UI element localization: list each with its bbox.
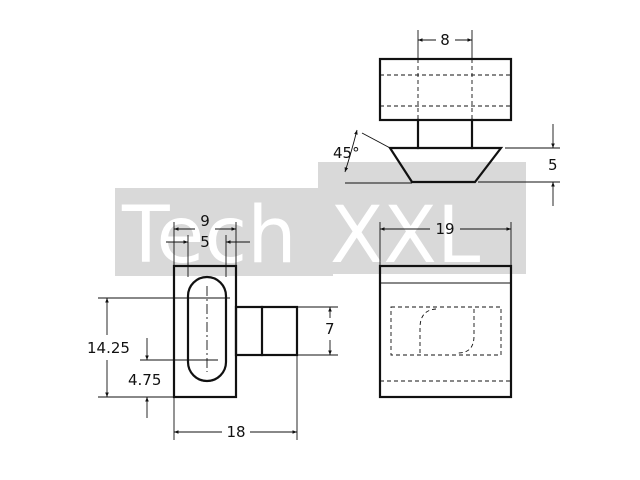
angle-arc (344, 129, 358, 173)
side-view-slot (186, 275, 228, 383)
dim-slot-outer: 9 (200, 212, 210, 230)
dim-overall-height: 14.25 (87, 339, 130, 357)
front-view-hidden-fillet (419, 308, 437, 353)
watermark-right-panel (318, 162, 526, 274)
wedge-outline (387, 146, 504, 184)
front-view-outline (378, 264, 513, 399)
side-view: 9 5 14.25 4.75 7 18 (87, 212, 338, 441)
front-view: 19 (378, 220, 513, 399)
watermark-left-panel (115, 188, 333, 276)
angle-leader (361, 132, 393, 150)
watermark-logo: Tech XXL (115, 162, 526, 281)
dim-slot-offset: 4.75 (128, 371, 161, 389)
front-view-hidden-fillet (457, 309, 475, 354)
watermark-text-right: XXL (330, 191, 481, 281)
front-view-hidden-slot (390, 306, 502, 356)
dim-bevel-height: 5 (548, 156, 558, 174)
dim-top-width: 8 (440, 31, 450, 49)
dim-stem-height: 7 (325, 320, 335, 338)
dim-front-width: 19 (435, 220, 454, 238)
dim-bevel-angle: 45° (333, 144, 360, 162)
dim-slot-inner: 5 (200, 233, 210, 251)
top-view-head (378, 57, 513, 122)
dim-overall-length: 18 (226, 423, 245, 441)
side-view-stem (234, 305, 299, 357)
top-view: 8 45° 5 (333, 30, 560, 206)
